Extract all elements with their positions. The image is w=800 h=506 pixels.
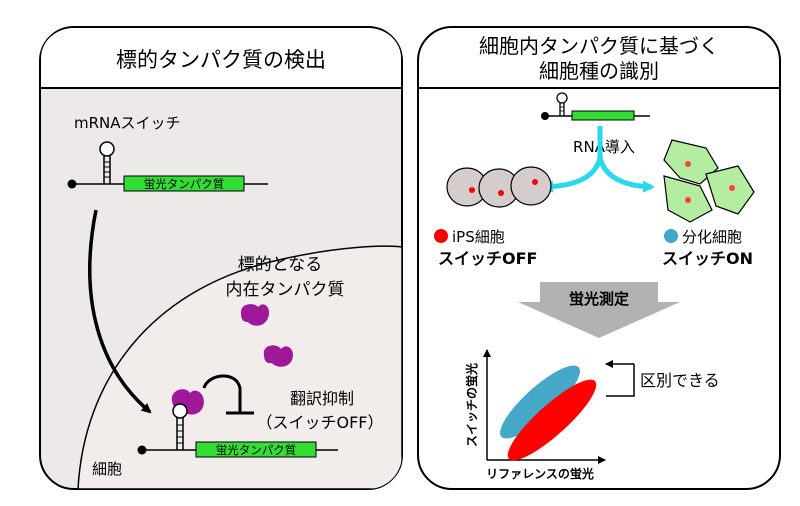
protein-icon — [263, 345, 293, 367]
distinguish-label: 区別できる — [640, 371, 720, 390]
right-title-line1: 細胞内タンパク質に基づく — [479, 34, 719, 58]
repression-line2: （スイッチOFF） — [256, 413, 383, 432]
mrna-switch-bottom: 蛍光タンパク質 — [137, 403, 338, 458]
gene-box-small — [571, 110, 635, 121]
y-axis-label: スイッチの蛍光 — [464, 363, 479, 447]
gene-box-bottom — [195, 441, 317, 458]
repression-line1: 翻訳抑制 — [290, 389, 354, 408]
stem-loop-icon — [556, 92, 568, 104]
diff-label: 分化細胞 — [682, 228, 742, 246]
distinguish-bracket — [605, 360, 635, 397]
transfection-arrow — [88, 209, 152, 414]
diff-dot-icon — [664, 229, 678, 243]
target-protein-line2: 内在タンパク質 — [226, 280, 345, 300]
gene-label-top: 蛍光タンパク質 — [144, 177, 225, 191]
ips-population — [507, 379, 597, 461]
right-panel-frame — [417, 26, 781, 490]
measure-arrow — [518, 282, 680, 338]
mrna-switch-label: mRNAスイッチ — [74, 114, 181, 132]
measure-label: 蛍光測定 — [569, 290, 629, 308]
rna-intro-label: RNA導入 — [573, 138, 635, 156]
mrna-switch-top: 蛍光タンパク質 — [67, 141, 268, 192]
cell-label: 細胞 — [92, 460, 122, 478]
rna-construct — [541, 92, 650, 121]
ips-cells — [446, 166, 552, 208]
right-panel: 細胞内タンパク質に基づく 細胞種の識別 RNA導入 — [417, 26, 781, 490]
stem-loop-icon — [99, 141, 115, 157]
cell-body — [77, 245, 402, 489]
inhibition-arc — [202, 374, 242, 412]
target-protein-line1: 標的となる — [238, 255, 323, 275]
right-title-line2: 細胞種の識別 — [539, 59, 659, 83]
left-panel-title: 標的タンパク質の検出 — [116, 48, 326, 72]
diff-state: スイッチON — [662, 249, 753, 268]
left-panel: 標的タンパク質の検出 mRNAスイッチ 蛍光タンパク質 標的となる 内在タンパク… — [39, 26, 403, 490]
protein-icon — [240, 304, 270, 326]
diff-population — [500, 365, 580, 439]
stem-loop-icon — [172, 403, 188, 419]
split-arrows — [541, 126, 655, 193]
scatter-plot: スイッチの蛍光 リファレンスの蛍光 — [464, 349, 606, 481]
differentiated-cells — [663, 139, 755, 223]
x-axis-label: リファレンスの蛍光 — [486, 466, 594, 481]
gene-label-bottom: 蛍光タンパク質 — [216, 443, 297, 457]
ips-label: iPS細胞 — [452, 228, 505, 246]
ips-state: スイッチOFF — [438, 249, 537, 268]
gene-box-top — [123, 175, 245, 192]
ips-dot-icon — [434, 229, 448, 243]
